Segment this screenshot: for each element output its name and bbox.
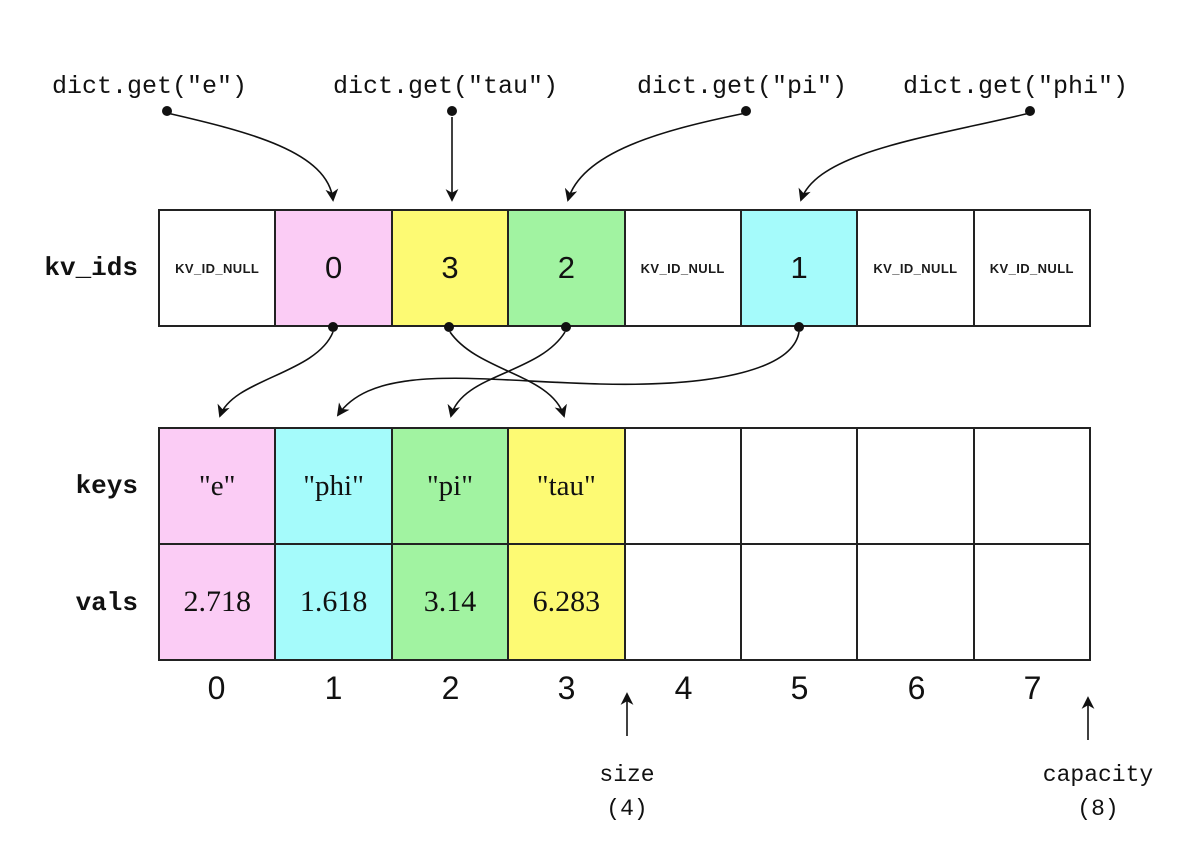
size-annotation-label: size <box>599 762 655 788</box>
kv-ids-cell-3: 2 <box>509 211 626 325</box>
get-call-label-tau: dict.get("tau") <box>333 72 559 101</box>
vals-cell-5 <box>741 545 859 659</box>
kv-ids-cell-6: KV_ID_NULL <box>858 211 975 325</box>
kv-id-value: 1 <box>790 250 808 285</box>
kv-id-null-text: KV_ID_NULL <box>640 260 725 276</box>
kv-id-value: 2 <box>557 250 575 285</box>
index-label-5: 5 <box>790 670 809 706</box>
val-value: 1.618 <box>299 585 368 618</box>
index-label-0: 0 <box>207 670 226 706</box>
kv-ids-cell-2: 3 <box>392 211 510 325</box>
keys-cell-5 <box>741 429 859 543</box>
arrow-get-e-to-slot-1 <box>166 112 339 202</box>
get-call-label-pi: dict.get("pi") <box>637 72 848 101</box>
kv-ids-cell-1: 0 <box>276 211 393 325</box>
arrow-kvid-0-to-keys-0 <box>217 331 334 418</box>
anchor-dot-get-phi <box>1025 106 1035 116</box>
vals-array: 2.718 1.618 3.14 6.283 <box>158 545 1091 661</box>
arrow-kvid-1-to-keys-1 <box>336 331 800 417</box>
kv-id-null-text: KV_ID_NULL <box>175 260 260 276</box>
get-call-label-phi: dict.get("phi") <box>903 72 1129 101</box>
key-value: "phi" <box>303 469 364 502</box>
arrow-get-phi-to-slot-5 <box>798 112 1031 202</box>
keys-cell-7 <box>974 429 1089 543</box>
vals-cell-4 <box>625 545 742 659</box>
keys-array: "e" "phi" "pi" "tau" <box>158 427 1091 545</box>
kv-id-null-text: KV_ID_NULL <box>873 260 958 276</box>
arrow-get-pi-to-slot-3 <box>564 112 747 202</box>
row-label-kv-ids: kv_ids <box>44 253 138 283</box>
size-annotation: size (4) <box>557 758 697 826</box>
vals-cell-2: 3.14 <box>392 545 510 659</box>
capacity-annotation: capacity (8) <box>1008 758 1188 826</box>
vals-cell-6 <box>858 545 975 659</box>
arrow-kvid-2-to-keys-2 <box>447 331 566 418</box>
row-label-keys: keys <box>75 471 138 501</box>
keys-cell-4 <box>625 429 742 543</box>
keys-cell-2: "pi" <box>392 429 510 543</box>
key-value: "pi" <box>426 469 474 502</box>
keys-cell-6 <box>858 429 975 543</box>
anchor-dot-get-tau <box>447 106 457 116</box>
kv-ids-array: KV_ID_NULL 0 3 2 KV_ID_NULL 1 KV_ID_NULL… <box>158 209 1091 327</box>
anchor-dot-get-e <box>162 106 172 116</box>
val-value: 2.718 <box>183 585 251 618</box>
vals-cell-3: 6.283 <box>509 545 626 659</box>
vals-cell-1: 1.618 <box>276 545 393 659</box>
kv-id-value: 0 <box>324 250 343 285</box>
index-label-6: 6 <box>907 670 926 706</box>
val-value: 6.283 <box>532 585 601 618</box>
capacity-annotation-label: capacity <box>1042 762 1154 788</box>
keys-cell-0: "e" <box>160 429 277 543</box>
kv-ids-cell-7: KV_ID_NULL <box>974 211 1089 325</box>
vals-cell-7 <box>974 545 1089 659</box>
kv-id-null-text: KV_ID_NULL <box>989 260 1074 276</box>
index-label-1: 1 <box>324 670 343 706</box>
vals-cell-0: 2.718 <box>160 545 277 659</box>
key-value: "e" <box>198 469 236 502</box>
index-label-7: 7 <box>1023 670 1042 706</box>
keys-cell-1: "phi" <box>276 429 393 543</box>
arrow-kvid-3-to-keys-3 <box>449 331 567 418</box>
kv-ids-cell-5: 1 <box>741 211 859 325</box>
keys-cell-3: "tau" <box>509 429 626 543</box>
index-label-2: 2 <box>441 670 460 706</box>
index-label-4: 4 <box>674 670 693 706</box>
row-label-vals: vals <box>75 588 138 618</box>
kv-ids-cell-4: KV_ID_NULL <box>625 211 742 325</box>
anchor-dot-get-pi <box>741 106 751 116</box>
index-label-3: 3 <box>557 670 576 706</box>
kv-ids-cell-0: KV_ID_NULL <box>160 211 277 325</box>
key-value: "tau" <box>536 469 596 502</box>
kv-id-value: 3 <box>441 250 459 285</box>
capacity-annotation-value: (8) <box>1077 796 1119 822</box>
size-annotation-value: (4) <box>606 796 648 822</box>
get-call-label-e: dict.get("e") <box>52 72 248 101</box>
val-value: 3.14 <box>423 585 477 618</box>
